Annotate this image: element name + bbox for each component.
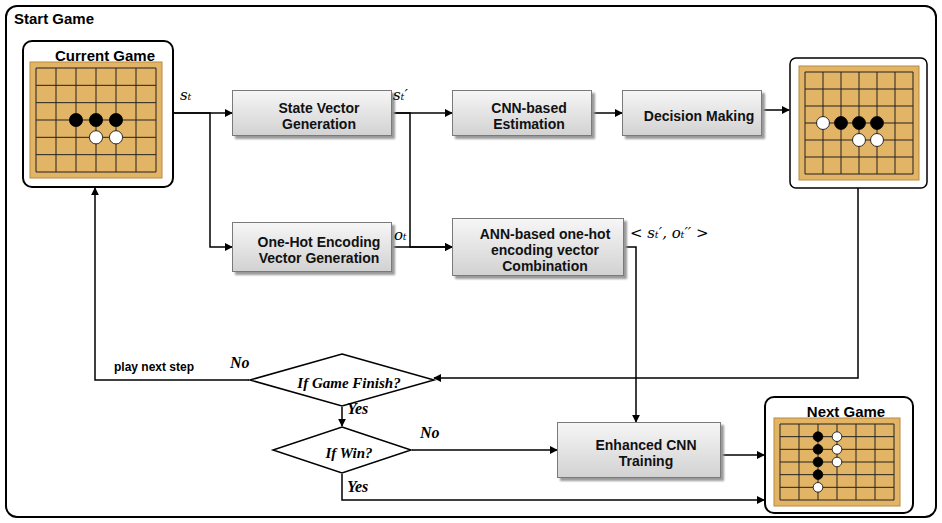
go-stone xyxy=(89,113,102,126)
board-stroke xyxy=(36,154,156,155)
go-stone xyxy=(832,445,842,455)
node-text: Current Game xyxy=(31,47,179,64)
flow-arrow xyxy=(624,247,636,422)
go-stone xyxy=(871,117,884,130)
board-stroke xyxy=(895,72,896,174)
flow-line xyxy=(760,109,789,111)
decision-diamond: If Game Finish? xyxy=(249,353,435,407)
branch-label: Yes xyxy=(347,400,368,418)
flow-arrow xyxy=(392,246,452,248)
flow-arrow xyxy=(95,188,249,380)
node-text: If Win? xyxy=(325,445,372,462)
process-box: One-Hot Encoding Vector Generation xyxy=(232,222,392,272)
process-box: ANN-based one-hot encoding vector Combin… xyxy=(452,218,624,276)
go-stone xyxy=(109,131,122,144)
go-stone xyxy=(813,457,823,467)
flow-line xyxy=(434,188,858,378)
node-text: Start Game xyxy=(14,10,94,27)
node-text: If Game Finish? xyxy=(297,375,400,392)
go-stone xyxy=(871,134,884,147)
state-symbol: oₜ xyxy=(394,226,407,244)
decision-diamond: If Win? xyxy=(272,426,412,474)
board-stroke xyxy=(913,72,914,174)
state-symbol: sₜ′ xyxy=(393,86,408,104)
go-stone xyxy=(89,131,102,144)
go-stone xyxy=(853,134,866,147)
game-board-box: Next Game xyxy=(764,396,914,514)
branch-label: Yes xyxy=(347,478,368,496)
result-board-frame xyxy=(790,58,927,188)
game-board-box: Current Game xyxy=(22,40,174,188)
go-stone xyxy=(813,432,823,442)
process-box: Decision Making xyxy=(622,90,762,136)
flow-arrow xyxy=(174,113,232,247)
tuple-symbol: < sₜ′, oₜ′′ > xyxy=(630,224,709,242)
flow-arrow xyxy=(412,449,557,451)
flow-arrow xyxy=(592,112,622,114)
state-symbol: sₜ xyxy=(180,86,191,104)
node-text: Enhanced CNN Training xyxy=(573,437,719,469)
node-text: Decision Making xyxy=(644,108,754,124)
flow-arrow xyxy=(392,113,452,247)
process-box: CNN-based Estimation xyxy=(452,90,592,136)
go-stone xyxy=(69,113,82,126)
diamond-shape xyxy=(273,427,411,473)
board-stroke xyxy=(805,174,913,175)
flow-arrow xyxy=(341,407,343,426)
go-stone xyxy=(109,113,122,126)
go-stone xyxy=(817,117,830,130)
go-stone xyxy=(835,117,848,130)
board-stroke xyxy=(36,172,156,173)
node-text: Next Game xyxy=(773,403,919,420)
board-stroke xyxy=(136,68,137,172)
board-stroke xyxy=(856,424,857,500)
board-stroke xyxy=(805,157,913,158)
go-board xyxy=(799,66,919,180)
go-stone xyxy=(853,117,866,130)
go-stone xyxy=(813,483,823,493)
board-stroke xyxy=(875,424,876,500)
go-boards xyxy=(30,62,919,506)
node-text: CNN-based Estimation xyxy=(468,100,590,132)
flow-arrow xyxy=(721,454,764,456)
board-stroke xyxy=(156,68,157,172)
board-stroke xyxy=(780,500,894,501)
branch-label: No xyxy=(420,424,440,442)
go-board xyxy=(30,62,162,178)
board-stroke xyxy=(780,474,894,475)
node-text: State Vector Generation xyxy=(248,100,390,132)
go-board xyxy=(774,418,900,506)
node-text: One-Hot Encoding Vector Generation xyxy=(248,234,390,266)
board-stroke xyxy=(894,424,895,500)
go-stone xyxy=(813,470,823,480)
go-stone xyxy=(832,457,842,467)
node-text: ANN-based one-hot encoding vector Combin… xyxy=(468,226,622,274)
board-stroke xyxy=(780,487,894,488)
go-stone xyxy=(813,445,823,455)
edge-label: play next step xyxy=(112,360,196,374)
outer-frame: Start GameCurrent GameState Vector Gener… xyxy=(5,5,937,518)
go-stone xyxy=(832,432,842,442)
diamond-shape xyxy=(250,354,434,406)
branch-label: No xyxy=(230,354,250,372)
process-box: State Vector Generation xyxy=(232,90,392,136)
process-box: Enhanced CNN Training xyxy=(557,422,721,478)
